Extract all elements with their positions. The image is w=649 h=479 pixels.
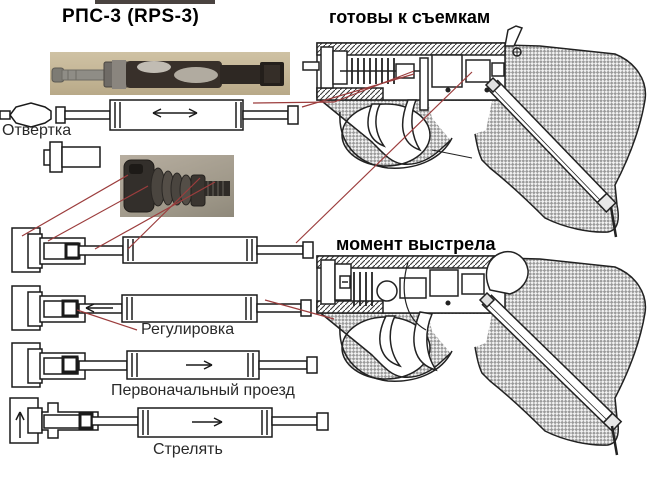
plug-part-drawing: [43, 141, 101, 173]
callout-mechanism-to-row2: [295, 71, 473, 244]
shoot-drawing: [9, 397, 329, 444]
ball-valve: [376, 280, 398, 302]
trigger-lever: [419, 57, 429, 111]
spring-assembly-photo: [120, 155, 234, 217]
part-label-initial-travel: Первоначальный проезд: [111, 382, 295, 399]
left-arrow-icon: [85, 303, 113, 313]
trigger-group: [339, 99, 473, 169]
state-label-firing: момент выстрела: [336, 234, 496, 254]
state-label-ready: готовы к съемкам: [329, 7, 491, 27]
part-label-screwdriver: Отвертка: [2, 122, 72, 139]
trigger-group: [339, 261, 453, 382]
cropped-photo-edge: [95, 0, 215, 4]
grip-tube: [484, 76, 618, 238]
right-arrow-icon: [186, 360, 213, 370]
double-arrow-icon: [152, 108, 198, 118]
mainspring: [353, 272, 373, 306]
pivot-pin: [512, 47, 522, 57]
grip-pin: [610, 425, 619, 456]
pistol-firing-diagram: [316, 250, 647, 456]
grip-tube: [478, 291, 623, 456]
piston-rod-photo-art: [51, 60, 284, 89]
hammer-spur: [504, 25, 524, 47]
pistol-ready-diagram: [302, 25, 647, 238]
piston-rod-photo: [50, 52, 290, 95]
grip-pin: [609, 206, 618, 238]
up-arrow-icon: [15, 411, 25, 438]
initial-travel-drawing: [11, 342, 318, 388]
pivot-pin: [511, 263, 521, 273]
right-arrow-icon: [192, 417, 223, 427]
pistol-frame: [316, 44, 647, 233]
receiver-housing: [316, 255, 506, 314]
annotation-lines: [21, 70, 473, 331]
callout-row3-to-pistol2: [264, 299, 335, 320]
callout-piston-fan: [301, 73, 415, 108]
callout-photo-to-block: [21, 174, 129, 237]
receiver-housing: [316, 42, 506, 101]
spring-assembly-photo-art: [123, 159, 230, 213]
part-label-shoot: Стрелять: [153, 441, 223, 458]
pistol-frame: [316, 257, 647, 446]
receiver-mechanism: [302, 46, 522, 111]
page-title: РПС-3 (RPS-3): [62, 6, 200, 27]
part-label-adjustment: Регулировка: [141, 321, 235, 338]
mainspring: [351, 58, 395, 84]
callout-adjustment-pointer: [76, 309, 138, 331]
receiver-mechanism: [320, 259, 521, 306]
cylinder-rest-drawing: [11, 227, 314, 273]
hammer-forward: [485, 250, 529, 295]
